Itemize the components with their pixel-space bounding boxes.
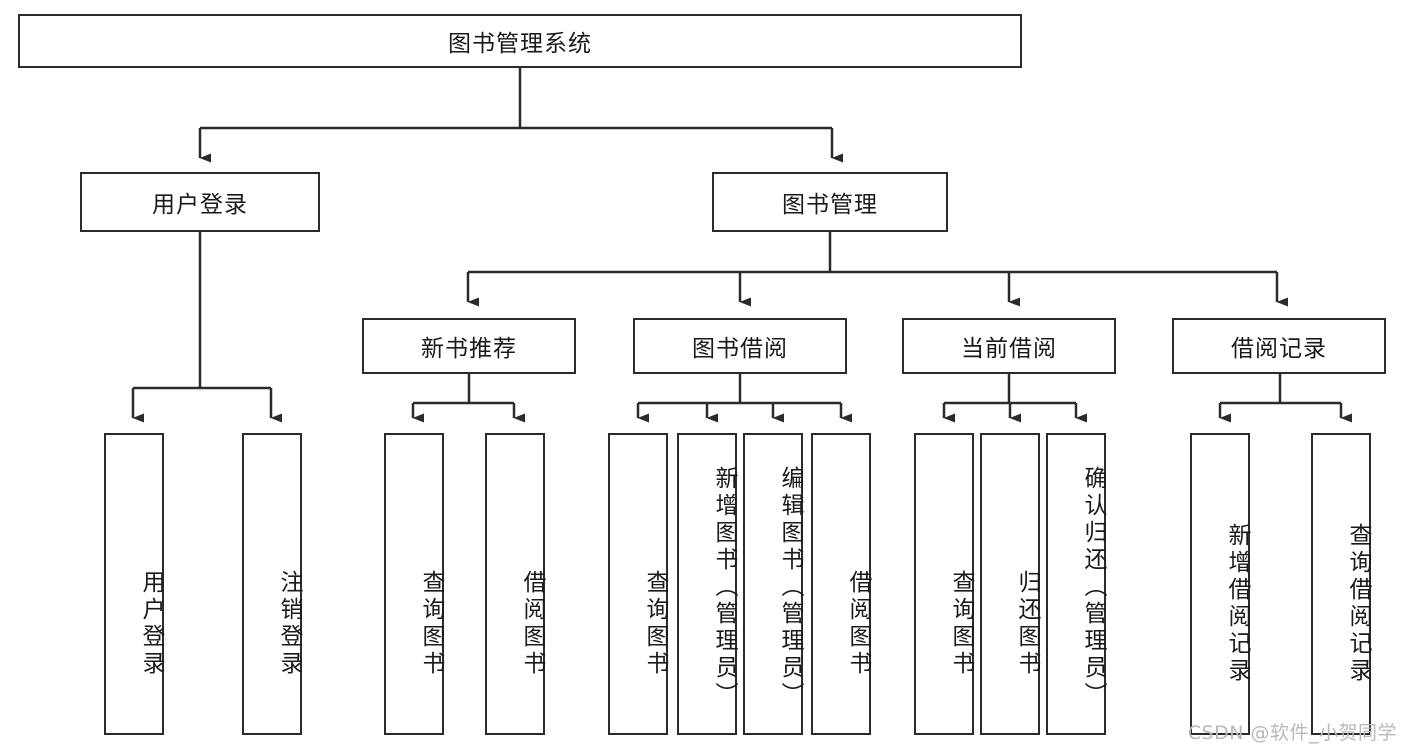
node-label: 当前借阅 bbox=[961, 336, 1057, 362]
node-new-book-recommendation[interactable]: 新书推荐 bbox=[362, 318, 576, 374]
node-label: 编辑图书（管理员） bbox=[777, 465, 803, 709]
leaf-confirm-return-admin[interactable]: 确认归还（管理员） bbox=[1046, 433, 1106, 735]
leaf-query-borrow-record[interactable]: 查询借阅记录 bbox=[1311, 433, 1371, 735]
leaf-edit-book-admin[interactable]: 编辑图书（管理员） bbox=[743, 433, 803, 735]
leaf-user-login[interactable]: 用户登录 bbox=[104, 433, 164, 735]
node-label: 借阅图书 bbox=[845, 570, 871, 678]
node-label: 查询图书 bbox=[418, 570, 444, 678]
node-label: 查询图书 bbox=[948, 570, 974, 678]
leaf-borrow-book-borrow[interactable]: 借阅图书 bbox=[811, 433, 871, 735]
watermark-text: CSDN @软件_小贺同学 bbox=[1187, 722, 1397, 744]
node-current-borrow[interactable]: 当前借阅 bbox=[902, 318, 1116, 374]
node-label: 新书推荐 bbox=[421, 336, 517, 362]
leaf-query-book-current[interactable]: 查询图书 bbox=[914, 433, 974, 735]
node-label: 确认归还（管理员） bbox=[1080, 465, 1106, 709]
node-label: 新增借阅记录 bbox=[1224, 522, 1250, 685]
node-label: 查询借阅记录 bbox=[1345, 522, 1371, 685]
leaf-return-book[interactable]: 归还图书 bbox=[980, 433, 1040, 735]
node-label: 用户登录 bbox=[152, 192, 248, 218]
node-label: 图书管理 bbox=[782, 192, 878, 218]
node-user-login[interactable]: 用户登录 bbox=[80, 172, 320, 232]
node-label: 注销登录 bbox=[276, 570, 302, 678]
leaf-borrow-book-new-rec[interactable]: 借阅图书 bbox=[485, 433, 545, 735]
leaf-add-book-admin[interactable]: 新增图书（管理员） bbox=[677, 433, 737, 735]
node-label: 查询图书 bbox=[642, 570, 668, 678]
leaf-add-borrow-record[interactable]: 新增借阅记录 bbox=[1190, 433, 1250, 735]
node-label: 图书借阅 bbox=[692, 336, 788, 362]
node-root-book-management-system[interactable]: 图书管理系统 bbox=[18, 14, 1022, 68]
node-label: 图书管理系统 bbox=[448, 31, 592, 57]
leaf-query-book-borrow[interactable]: 查询图书 bbox=[608, 433, 668, 735]
leaf-query-book-new-rec[interactable]: 查询图书 bbox=[384, 433, 444, 735]
node-borrow-record[interactable]: 借阅记录 bbox=[1172, 318, 1386, 374]
node-label: 新增图书（管理员） bbox=[711, 465, 737, 709]
node-label: 借阅记录 bbox=[1231, 336, 1327, 362]
node-label: 借阅图书 bbox=[519, 570, 545, 678]
node-label: 用户登录 bbox=[138, 570, 164, 678]
node-book-borrow[interactable]: 图书借阅 bbox=[633, 318, 847, 374]
node-label: 归还图书 bbox=[1014, 570, 1040, 678]
leaf-user-logout[interactable]: 注销登录 bbox=[242, 433, 302, 735]
node-book-management[interactable]: 图书管理 bbox=[712, 172, 948, 232]
